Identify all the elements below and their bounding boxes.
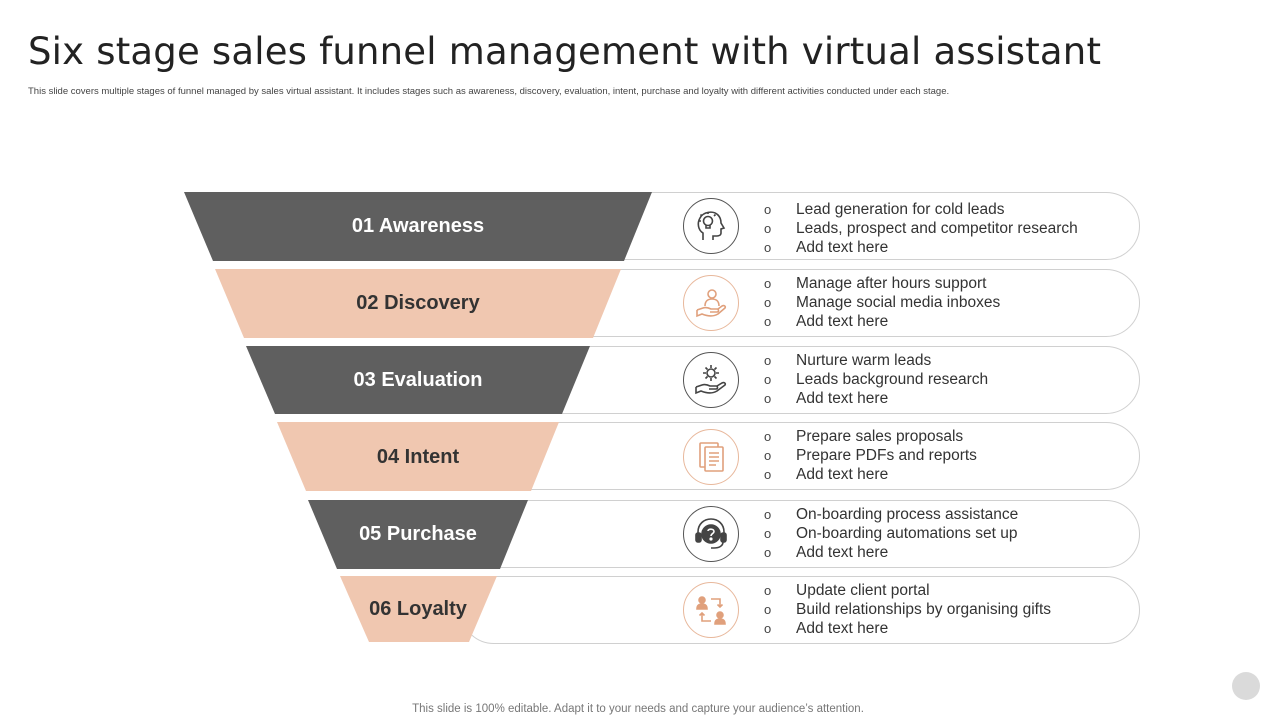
slide-nav-button[interactable] — [1232, 672, 1260, 700]
bullet-marker: o — [764, 507, 772, 522]
hand-person-icon — [683, 275, 739, 331]
bullet-marker: o — [764, 467, 772, 482]
bullet-marker: o — [764, 276, 772, 291]
stage-4-label: 04 Intent — [376, 446, 460, 468]
bullet-marker: o — [764, 448, 772, 463]
bullet-marker: o — [764, 621, 772, 636]
bullet-marker: o — [764, 353, 772, 368]
stage-4-card — [460, 422, 1140, 490]
bullet-marker: o — [764, 240, 772, 255]
bullet-marker: o — [764, 526, 772, 541]
bullet-marker: o — [764, 202, 772, 217]
bullet-marker: o — [764, 221, 772, 236]
people-exchange-icon — [683, 582, 739, 638]
bullet-marker: o — [764, 545, 772, 560]
slide-subtitle: This slide covers multiple stages of fun… — [28, 86, 950, 97]
bullet-marker: o — [764, 429, 772, 444]
bullet-marker: o — [764, 602, 772, 617]
stage-2-label: 02 Discovery — [356, 292, 480, 314]
hand-gear-icon — [683, 352, 739, 408]
stage-3-label: 03 Evaluation — [353, 369, 483, 391]
stage-6-card — [460, 576, 1140, 644]
stage-1-label: 01 Awareness — [351, 215, 485, 237]
stage-6-label: 06 Loyalty — [369, 598, 467, 620]
bullet-marker: o — [764, 583, 772, 598]
documents-icon — [683, 429, 739, 485]
bullet-marker: o — [764, 391, 772, 406]
slide-footer: This slide is 100% editable. Adapt it to… — [412, 703, 864, 715]
bullet-marker: o — [764, 372, 772, 387]
stage-5-card — [460, 500, 1140, 568]
bullet-marker: o — [764, 295, 772, 310]
stage-5-label: 05 Purchase — [359, 523, 477, 545]
headset-question-icon — [683, 506, 739, 562]
slide-title: Six stage sales funnel management with v… — [28, 30, 1102, 73]
head-lightbulb-icon — [683, 198, 739, 254]
bullet-marker: o — [764, 314, 772, 329]
